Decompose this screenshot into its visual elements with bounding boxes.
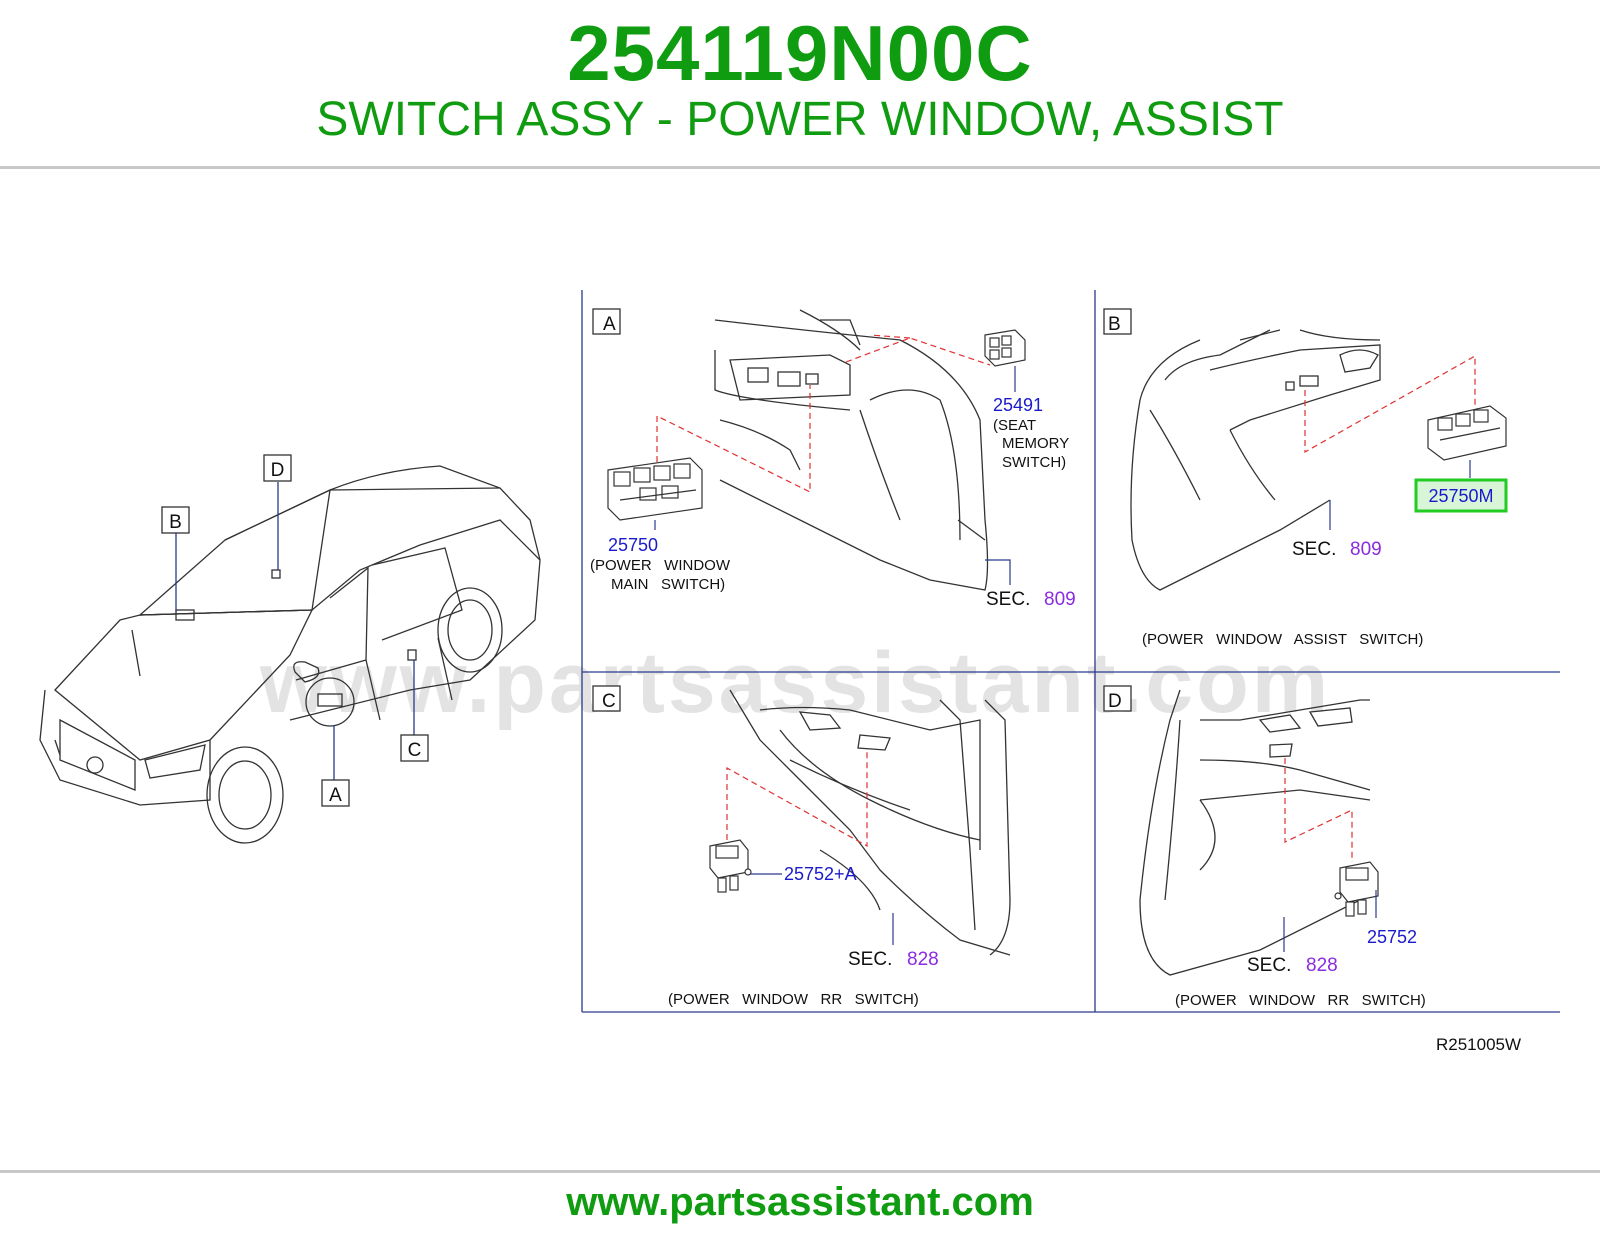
panel-b-sec-number[interactable]: 809 bbox=[1350, 539, 1382, 560]
panel-d-sec-number[interactable]: 828 bbox=[1306, 955, 1338, 976]
part-ref-25752[interactable]: 25752 bbox=[1367, 927, 1417, 947]
seat-memory-desc-3: SWITCH) bbox=[1002, 454, 1066, 471]
main-switch-desc-2: MAIN SWITCH) bbox=[611, 576, 725, 593]
panel-d-dashed-leaders bbox=[1284, 758, 1353, 862]
page-header: 254119N00C SWITCH ASSY - POWER WINDOW, A… bbox=[0, 0, 1600, 168]
overview-callout-a: A bbox=[321, 779, 350, 807]
footer-divider bbox=[0, 1170, 1600, 1173]
part-name-subtitle: SWITCH ASSY - POWER WINDOW, ASSIST bbox=[316, 93, 1284, 146]
panel-d-door-drawing bbox=[1139, 689, 1371, 976]
svg-text:B: B bbox=[169, 512, 182, 533]
panel-c: C 25752+A SEC. 828 ( bbox=[592, 685, 1011, 1008]
panel-a-dashed-leaders bbox=[656, 334, 991, 493]
panel-c-dashed-leaders bbox=[726, 750, 868, 848]
part-ref-25750[interactable]: 25750 bbox=[608, 535, 658, 555]
panel-b-letter: B bbox=[1108, 314, 1121, 335]
panel-d-letter: D bbox=[1108, 691, 1122, 712]
panel-a: A bbox=[590, 308, 1076, 610]
panel-b-sec-label: SEC. bbox=[1292, 539, 1336, 560]
panel-a-letter: A bbox=[603, 314, 616, 335]
part-ref-25491[interactable]: 25491 bbox=[993, 395, 1043, 415]
panel-d-sec-label: SEC. bbox=[1247, 955, 1291, 976]
part-number-title: 254119N00C bbox=[567, 9, 1033, 97]
svg-text:A: A bbox=[329, 785, 342, 806]
highlighted-part-box bbox=[1414, 478, 1508, 513]
seat-memory-desc-1: (SEAT bbox=[993, 417, 1036, 434]
svg-text:C: C bbox=[408, 740, 422, 761]
rr-switch-c-drawing bbox=[709, 839, 752, 893]
panel-d: D 25752 SEC. 828 (PO bbox=[1103, 685, 1426, 1009]
panel-c-sec-label: SEC. bbox=[848, 949, 892, 970]
panel-a-sec-label: SEC. bbox=[986, 589, 1030, 610]
svg-text:D: D bbox=[271, 460, 285, 481]
panel-a-sec-number[interactable]: 809 bbox=[1044, 589, 1076, 610]
panel-c-caption: (POWER WINDOW RR SWITCH) bbox=[668, 991, 919, 1008]
footer-site-url[interactable]: www.partsassistant.com bbox=[566, 1180, 1034, 1224]
overview-callout-b: B bbox=[161, 506, 190, 534]
overview-callout-c: C bbox=[400, 734, 429, 762]
drawing-code: R251005W bbox=[1436, 1035, 1521, 1054]
part-ref-25750m[interactable]: 25750M bbox=[1428, 486, 1493, 506]
panel-b-door-drawing bbox=[1130, 329, 1381, 591]
panel-a-door-drawing bbox=[714, 309, 989, 591]
part-ref-25752a[interactable]: 25752+A bbox=[784, 864, 857, 884]
panel-b: B 25750M SEC. bbox=[1103, 308, 1508, 648]
rr-switch-d-drawing bbox=[1334, 861, 1379, 917]
seat-memory-switch-drawing bbox=[984, 329, 1026, 367]
panel-b-dashed-leaders bbox=[1304, 354, 1476, 454]
main-switch-drawing bbox=[607, 457, 703, 521]
panel-grid bbox=[581, 290, 1560, 1013]
panel-c-sec-number[interactable]: 828 bbox=[907, 949, 939, 970]
watermark: www.partsassistant.com bbox=[259, 635, 1331, 731]
panel-c-letter: C bbox=[602, 691, 616, 712]
panel-c-door-drawing bbox=[729, 689, 1011, 956]
main-switch-desc-1: (POWER WINDOW bbox=[590, 557, 731, 574]
panel-d-caption: (POWER WINDOW RR SWITCH) bbox=[1175, 992, 1426, 1009]
seat-memory-desc-2: MEMORY bbox=[1002, 435, 1069, 452]
car-overview bbox=[39, 465, 541, 844]
panel-b-caption: (POWER WINDOW ASSIST SWITCH) bbox=[1142, 631, 1423, 648]
overview-callout-d: D bbox=[263, 454, 292, 482]
header-divider bbox=[0, 166, 1600, 169]
assist-switch-drawing bbox=[1427, 405, 1507, 461]
